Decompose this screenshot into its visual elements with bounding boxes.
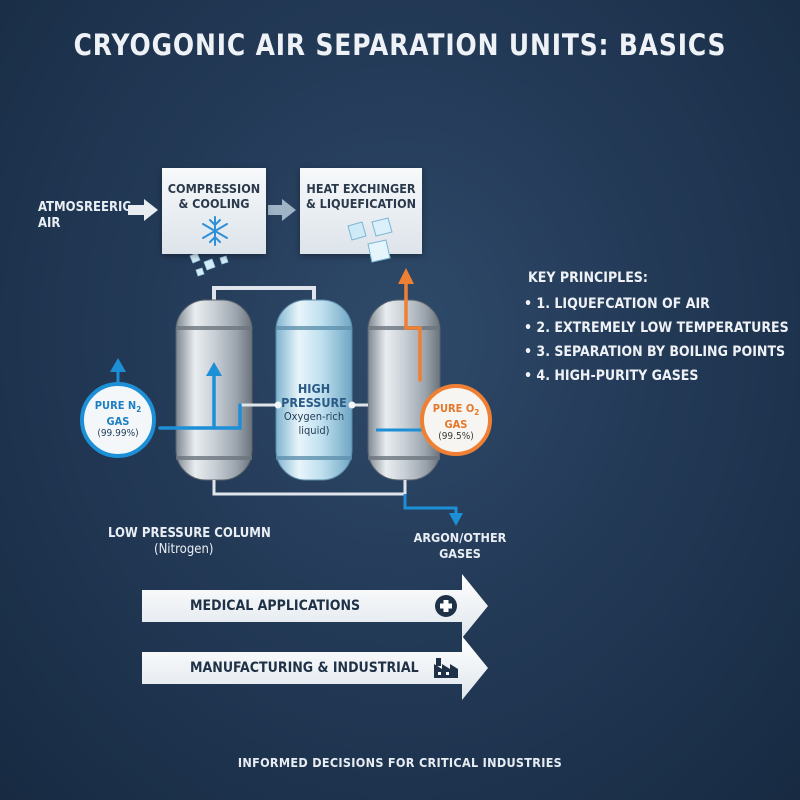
high-pressure-label: HIGH PRESSURE Oxygen-rich liquid) (276, 382, 352, 438)
page-title: CRYOGONIC AIR SEPARATION UNITS: BASICS (73, 28, 727, 62)
atmospheric-air-line2: AIR (38, 216, 61, 231)
low-pressure-line2: (Nitrogen) (154, 542, 214, 557)
plus-circle-icon (435, 595, 457, 617)
high-pressure-line4: liquid) (298, 424, 330, 437)
nitrogen-up-arrow (206, 362, 222, 376)
argon-line2: GASES (439, 546, 481, 561)
high-pressure-line3: Oxygen-rich (283, 410, 345, 423)
nitrogen-badge-line2: GAS (106, 415, 130, 429)
key-principle-item: • 2. EXTREMELY LOW TEMPERATURES (524, 320, 789, 336)
heat-exchanger-box: HEAT EXCHINGER & LIQUEFICATION (300, 168, 422, 254)
low-pressure-column-label: LOW PRESSURE COLUMN (Nitrogen) (108, 526, 271, 558)
argon-label: ARGON/OTHER GASES (412, 530, 508, 562)
footer-tagline: INFORMED DECISIONS FOR CRITICAL INDUSTRI… (237, 755, 563, 770)
oxygen-badge-line1: PURE O (432, 402, 475, 415)
air-inlet-arrow (128, 199, 158, 221)
atmospheric-air-line1: ATMOSREERIC (38, 200, 131, 215)
atmospheric-air-label: ATMOSREERIC AIR (38, 200, 131, 232)
pipe-joint (274, 401, 282, 409)
key-principle-item: • 1. LIQUEFCATION OF AIR (524, 296, 710, 312)
nitrogen-flow-line (158, 373, 242, 430)
high-pressure-line2: PRESSURE (281, 395, 347, 410)
manufacturing-label: MANUFACTURING & INDUSTRIAL (190, 660, 419, 676)
oxygen-badge (420, 384, 492, 456)
high-pressure-line1: HIGH (297, 381, 331, 396)
factory-icon (434, 658, 458, 678)
top-connecting-pipe (212, 286, 316, 302)
medical-applications-ribbon (142, 574, 488, 638)
argon-column (367, 299, 441, 481)
nitrogen-badge-text: PURE N2 GAS (99.99%) (82, 400, 154, 440)
oxygen-badge-line2: GAS (444, 418, 468, 432)
heat-exchanger-line2: & LIQUEFICATION (305, 196, 417, 211)
snowflake-icon (202, 216, 228, 246)
oxygen-badge-subscript: 2 (474, 408, 480, 418)
nitrogen-badge-line3: (99.99%) (97, 428, 139, 440)
oxygen-badge-text: PURE O2 GAS (99.5%) (422, 403, 490, 443)
manufacturing-ribbon (142, 636, 488, 700)
ice-cubes-icon (347, 217, 393, 263)
argon-line1: ARGON/OTHER (413, 530, 507, 545)
pipe-joint (348, 401, 356, 409)
key-principles-heading: KEY PRINCIPLES: (528, 270, 648, 286)
nitrogen-badge (80, 358, 156, 458)
medical-applications-label: MEDICAL APPLICATIONS (190, 598, 361, 614)
nitrogen-badge-line1: PURE N (94, 399, 137, 412)
high-pressure-column (275, 299, 353, 481)
oxygen-badge-line3: (99.5%) (438, 431, 474, 443)
heat-exchanger-line1: HEAT EXCHINGER (306, 181, 416, 196)
oxygen-up-arrow (398, 268, 414, 284)
argon-outlet-arrow (403, 494, 463, 526)
compression-line1: COMPRESSION (167, 181, 261, 196)
key-principles: KEY PRINCIPLES: • 1. LIQUEFCATION OF AIR… (524, 266, 789, 388)
compression-line2: & COOLING (178, 196, 250, 211)
ice-crystals-icon (189, 252, 229, 277)
key-principle-item: • 4. HIGH-PURITY GASES (524, 368, 699, 384)
oxygen-flow-line (404, 280, 422, 382)
nitrogen-badge-subscript: 2 (136, 405, 142, 415)
compression-to-exchanger-arrow (268, 199, 296, 221)
low-pressure-line1: LOW PRESSURE COLUMN (108, 526, 271, 541)
key-principle-item: • 3. SEPARATION BY BOILING POINTS (524, 344, 786, 360)
